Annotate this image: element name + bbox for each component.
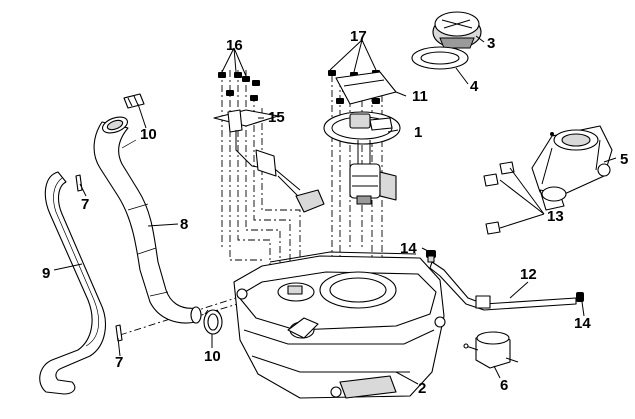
- part-12-vent-line: [429, 261, 577, 311]
- callout-6: 6: [500, 377, 509, 394]
- part-7-clip-upper: [75, 174, 83, 192]
- callout-14-upper: 14: [400, 240, 417, 257]
- part-9-fuel-hose: [39, 171, 106, 395]
- callout-5: 5: [620, 151, 629, 168]
- part-2-fuel-tank: [233, 251, 446, 399]
- callout-4: 4: [470, 78, 479, 95]
- part-14-fitting-lower: [576, 292, 584, 302]
- part-11-retainer-ring: [335, 71, 397, 105]
- part-5-filler-neck: [531, 125, 613, 211]
- callout-12: 12: [520, 266, 537, 283]
- part-1-fuel-pump: [323, 111, 401, 205]
- callout-7-lower: 7: [115, 354, 124, 371]
- part-14-fitting-upper: [426, 250, 436, 263]
- part-15-level-sender: [213, 109, 325, 213]
- callout-leader-lines: [53, 35, 617, 385]
- callout-8: 8: [180, 216, 189, 233]
- callout-1: 1: [414, 124, 423, 141]
- callout-17: 17: [350, 28, 367, 45]
- callout-15: 15: [268, 109, 285, 126]
- callout-2: 2: [418, 380, 427, 397]
- part-8-filler-hose: [93, 116, 202, 324]
- callout-7-upper: 7: [81, 196, 90, 213]
- callout-10-upper: 10: [140, 126, 157, 143]
- part-6-fuel-filter: [463, 331, 519, 369]
- callout-3: 3: [487, 35, 496, 52]
- part-10-hose-clamp-upper: [123, 93, 145, 109]
- callout-10-lower: 10: [204, 348, 221, 365]
- part-10-hose-clamp-lower: [203, 309, 223, 335]
- callout-9: 9: [42, 265, 51, 282]
- callout-16: 16: [226, 37, 243, 54]
- callout-14-lower: 14: [574, 315, 591, 332]
- part-16-screws: [218, 72, 260, 101]
- part-4-gasket: [411, 46, 469, 70]
- part-13-bolts: [483, 161, 515, 235]
- part-7-clip-lower: [115, 324, 123, 342]
- part-3-filler-cap: [432, 11, 482, 49]
- callout-11: 11: [412, 88, 428, 105]
- callout-13: 13: [547, 208, 564, 225]
